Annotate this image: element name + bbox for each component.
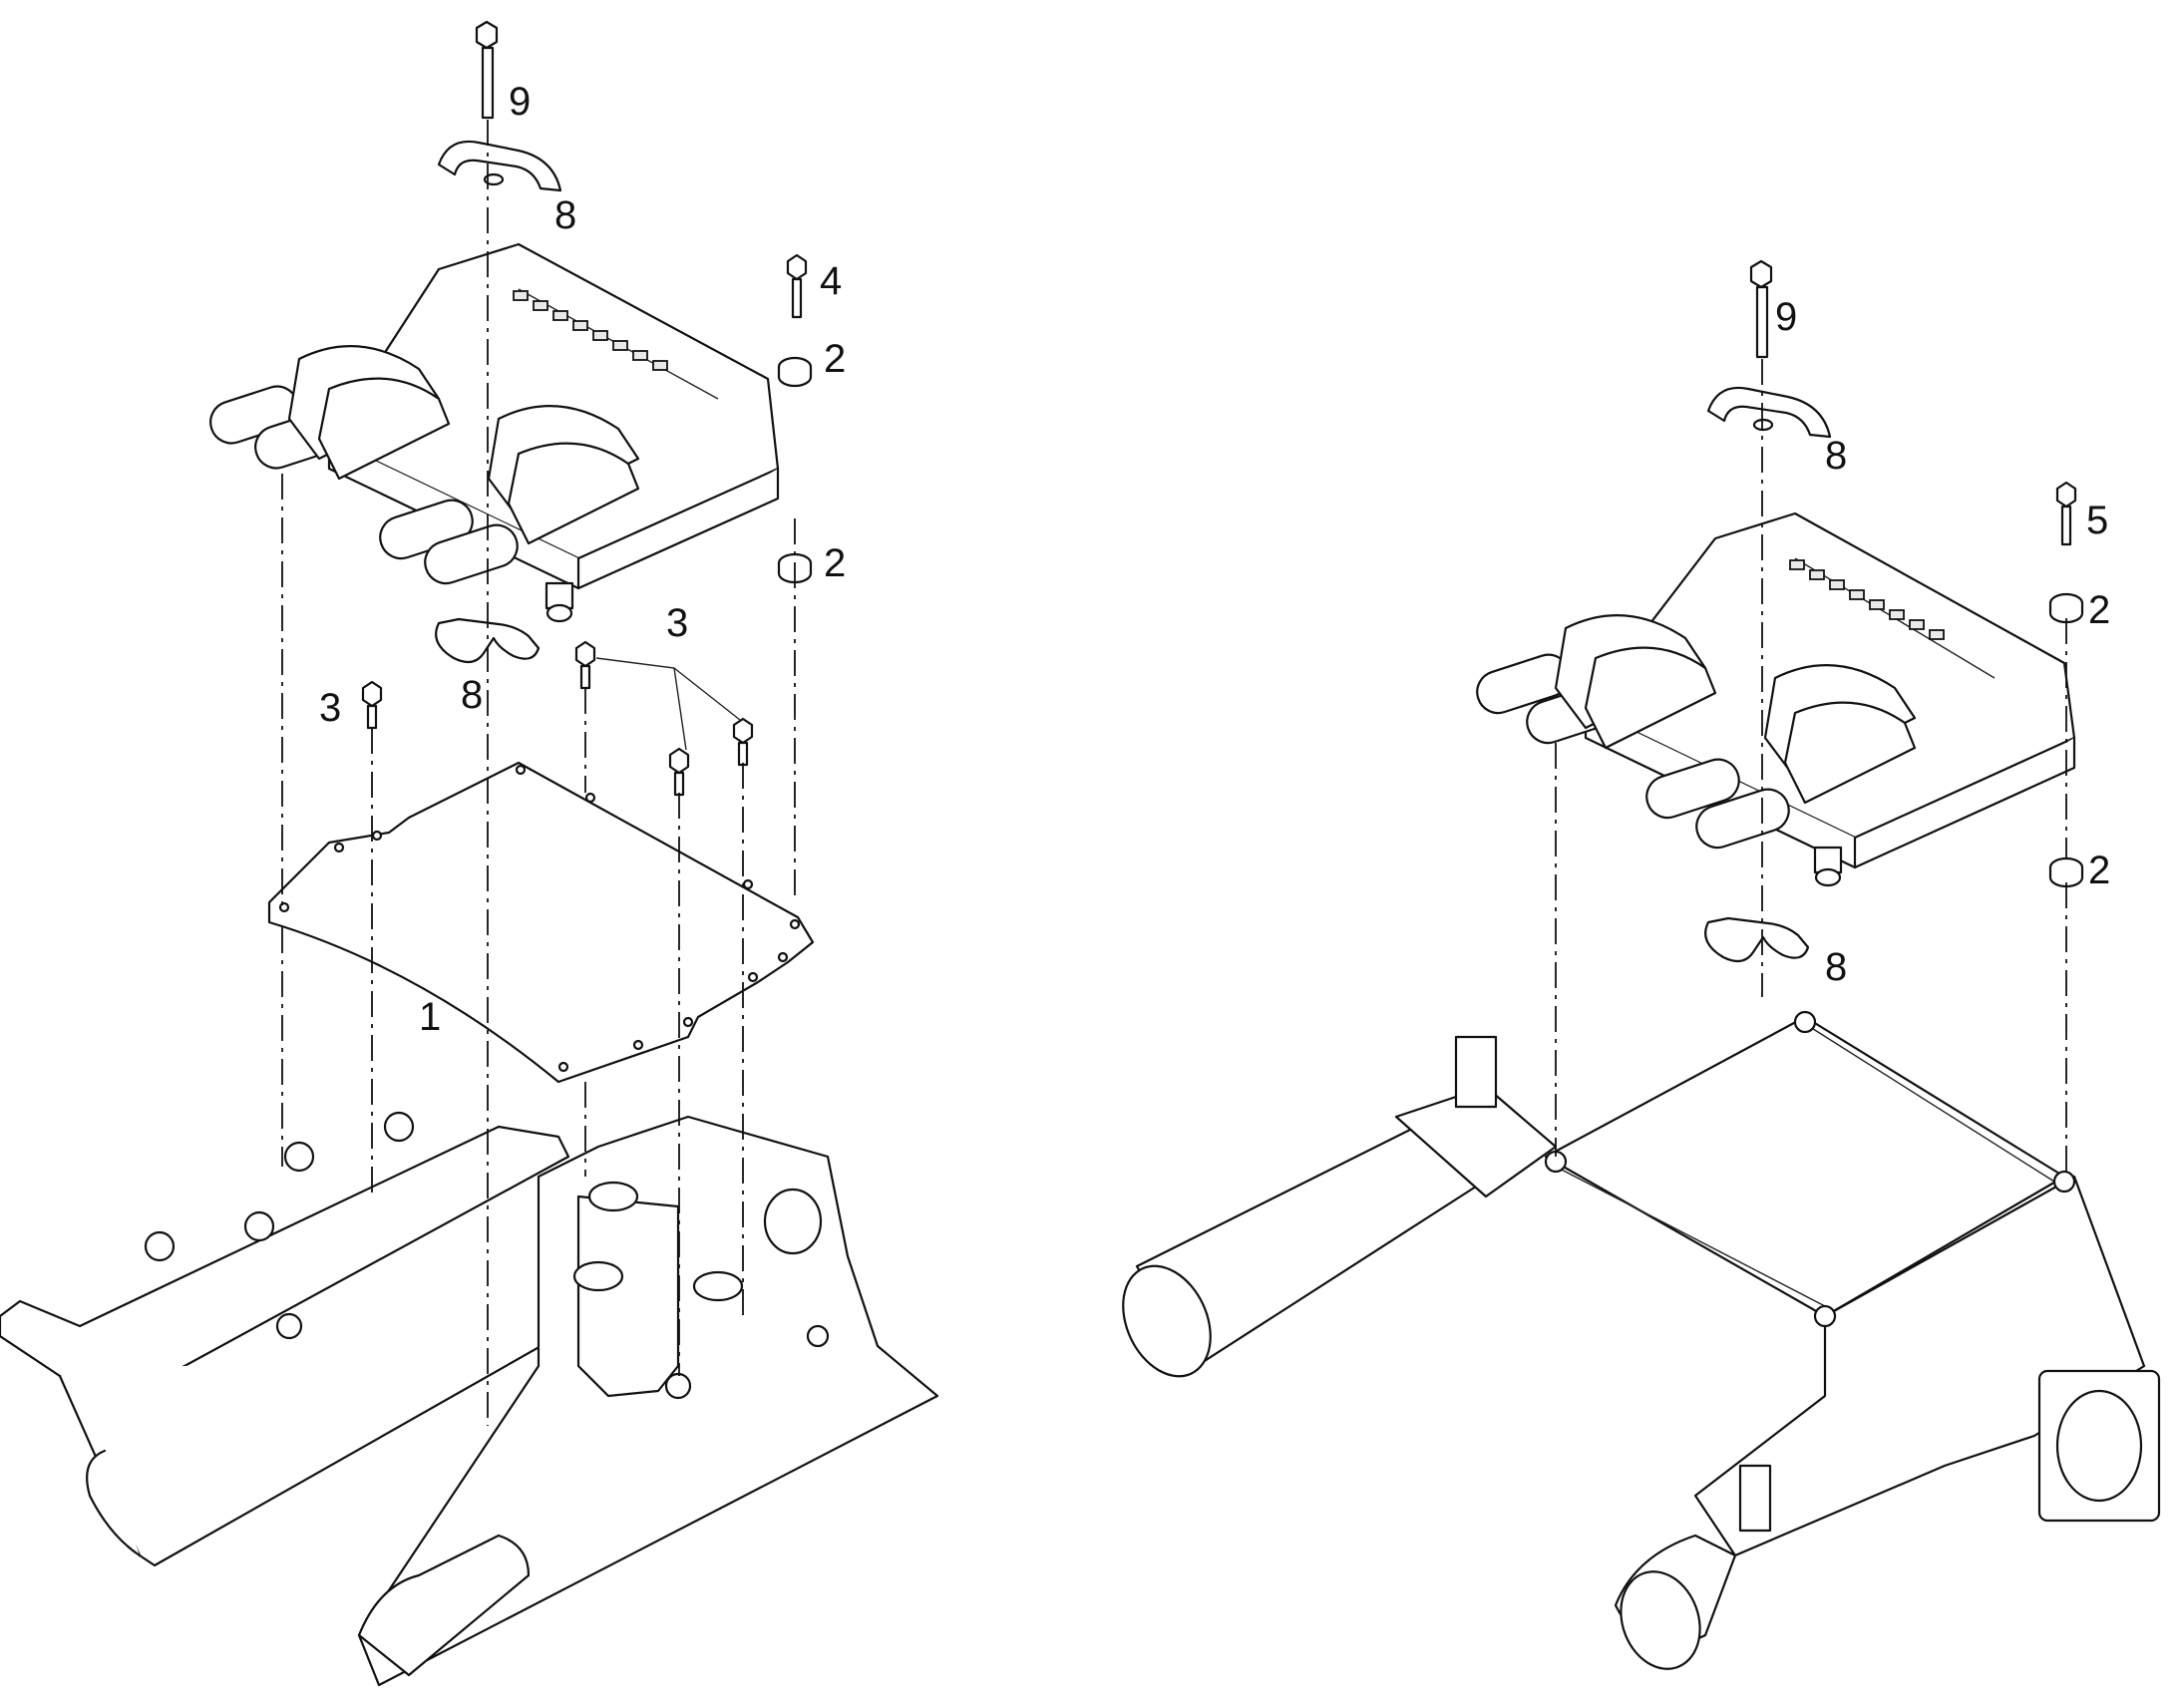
bolt-5-right xyxy=(2055,481,2077,546)
clamp-top-right xyxy=(1706,386,1832,439)
brand-lettering-left xyxy=(513,290,668,371)
callout-2-washer-bottom-left: 2 xyxy=(824,541,847,585)
bolt-4-left xyxy=(786,253,808,319)
clamp-bottom-right xyxy=(1704,916,1810,963)
callout-3-bolt-group-left: 3 xyxy=(666,601,689,645)
valve-block-right xyxy=(1476,512,2076,887)
actuator-cylinders-right xyxy=(1476,614,1917,850)
callout-1-gasket-left: 1 xyxy=(419,995,442,1039)
intake-pipe-frame-right xyxy=(1122,1010,2161,1670)
callout-2-washer-bottom-right: 2 xyxy=(2088,849,2111,892)
callout-8-clamp-bottom-right: 8 xyxy=(1825,945,1848,989)
callout-3-bolt-left: 3 xyxy=(319,686,342,730)
alignment-lines-right xyxy=(1555,359,2067,1177)
callout-4-bolt-left: 4 xyxy=(820,259,843,303)
callout-8-clamp-top-left: 8 xyxy=(554,193,577,237)
bolt-9-right xyxy=(1749,259,1773,359)
washer-2-bottom-right xyxy=(2048,856,2084,888)
gasket-1-left xyxy=(267,761,815,1084)
left-assembly xyxy=(0,20,939,1687)
alignment-lines-left xyxy=(281,120,796,1426)
callout-9-bolt-left: 9 xyxy=(509,80,532,124)
callout-2-washer-top-right: 2 xyxy=(2088,588,2111,632)
brand-lettering-right xyxy=(1789,559,1945,640)
clamp-bottom-left xyxy=(435,617,541,664)
actuator-cylinders-left xyxy=(209,345,640,585)
callout-8-clamp-top-right: 8 xyxy=(1825,434,1848,478)
washer-2-top-right xyxy=(2048,592,2084,624)
callout-8-clamp-bottom-left: 8 xyxy=(461,673,484,717)
bolts-3-left xyxy=(361,640,754,797)
callout-9-bolt-right: 9 xyxy=(1775,295,1798,339)
washer-2-top-left xyxy=(777,356,813,388)
bolt-9-left xyxy=(475,20,499,120)
clamp-top-left xyxy=(437,140,562,192)
valve-block-left xyxy=(209,242,780,623)
callout-5-bolt-right: 5 xyxy=(2086,499,2109,542)
intake-manifold-left xyxy=(0,1111,939,1687)
right-assembly xyxy=(1122,259,2161,1670)
callout-2-washer-top-left: 2 xyxy=(824,337,847,381)
